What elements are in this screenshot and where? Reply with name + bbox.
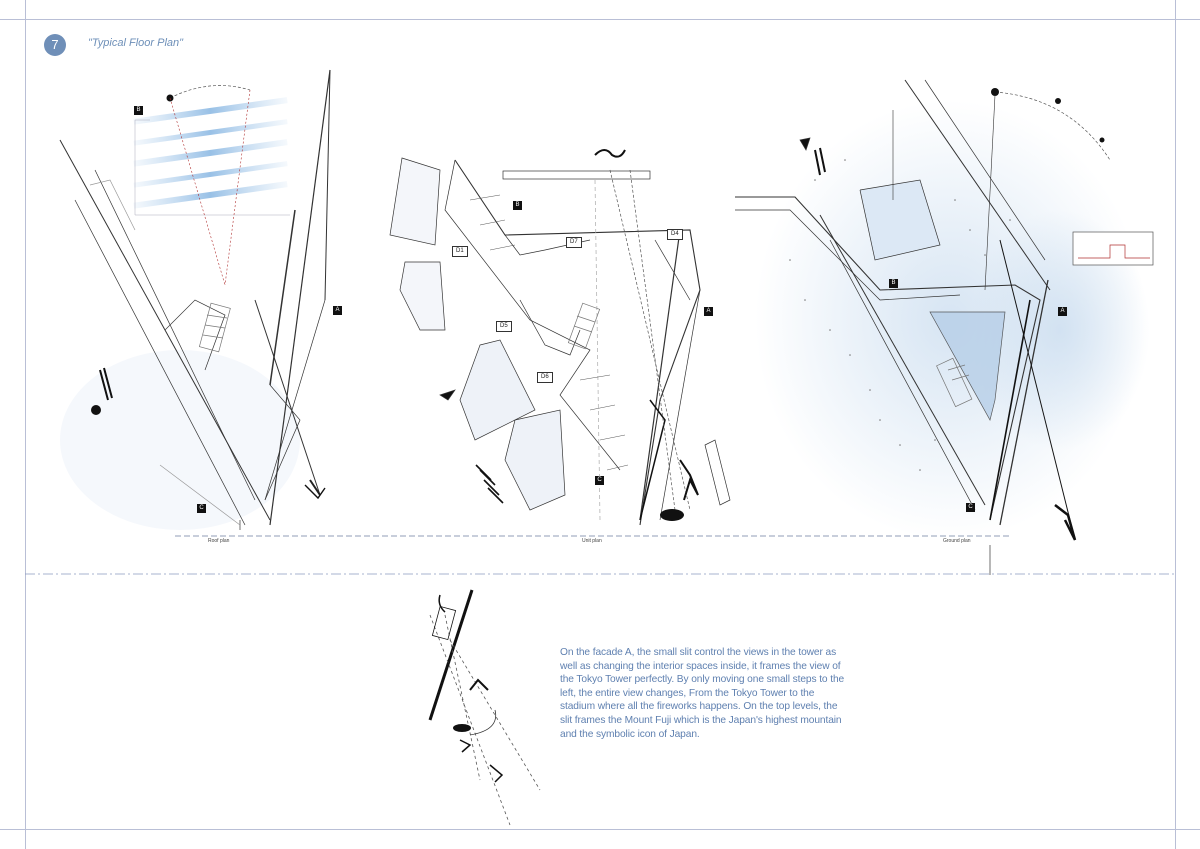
roof-plan-label: Roof plan — [208, 538, 230, 544]
unit-tag-d5: D5 — [496, 321, 512, 332]
unit-plan-label: Unit plan — [582, 538, 602, 544]
ground-plan — [735, 79, 1154, 575]
frame-top-line — [0, 19, 1200, 20]
section-number-badge: 7 — [44, 34, 66, 56]
frame-right-line — [1175, 0, 1176, 849]
sky-stripes — [133, 97, 288, 209]
roof-marker-a: A — [333, 306, 342, 315]
frame-bottom-line — [0, 829, 1200, 830]
unit-tag-d7: D7 — [566, 237, 582, 248]
ground-marker-c: C — [966, 503, 975, 512]
unit-tag-d4: D4 — [667, 229, 683, 240]
unit-tag-d6: D6 — [537, 372, 553, 383]
page-title: "Typical Floor Plan" — [88, 37, 184, 49]
ground-marker-a: A — [1058, 307, 1067, 316]
roof-marker-c: C — [197, 504, 206, 513]
frame-left-line — [25, 0, 26, 849]
ground-plan-label: Ground plan — [943, 538, 971, 544]
roof-plan — [59, 69, 331, 530]
slit-view-diagram — [428, 589, 541, 826]
unit-plan — [389, 149, 731, 526]
unit-marker-a: A — [704, 307, 713, 316]
ground-marker-b: B — [889, 279, 898, 288]
unit-tag-d1: D1 — [452, 246, 468, 257]
facade-description: On the facade A, the small slit control … — [560, 647, 845, 740]
roof-marker-b: B — [134, 106, 143, 115]
unit-marker-b: B — [513, 201, 522, 210]
unit-marker-c: C — [595, 476, 604, 485]
